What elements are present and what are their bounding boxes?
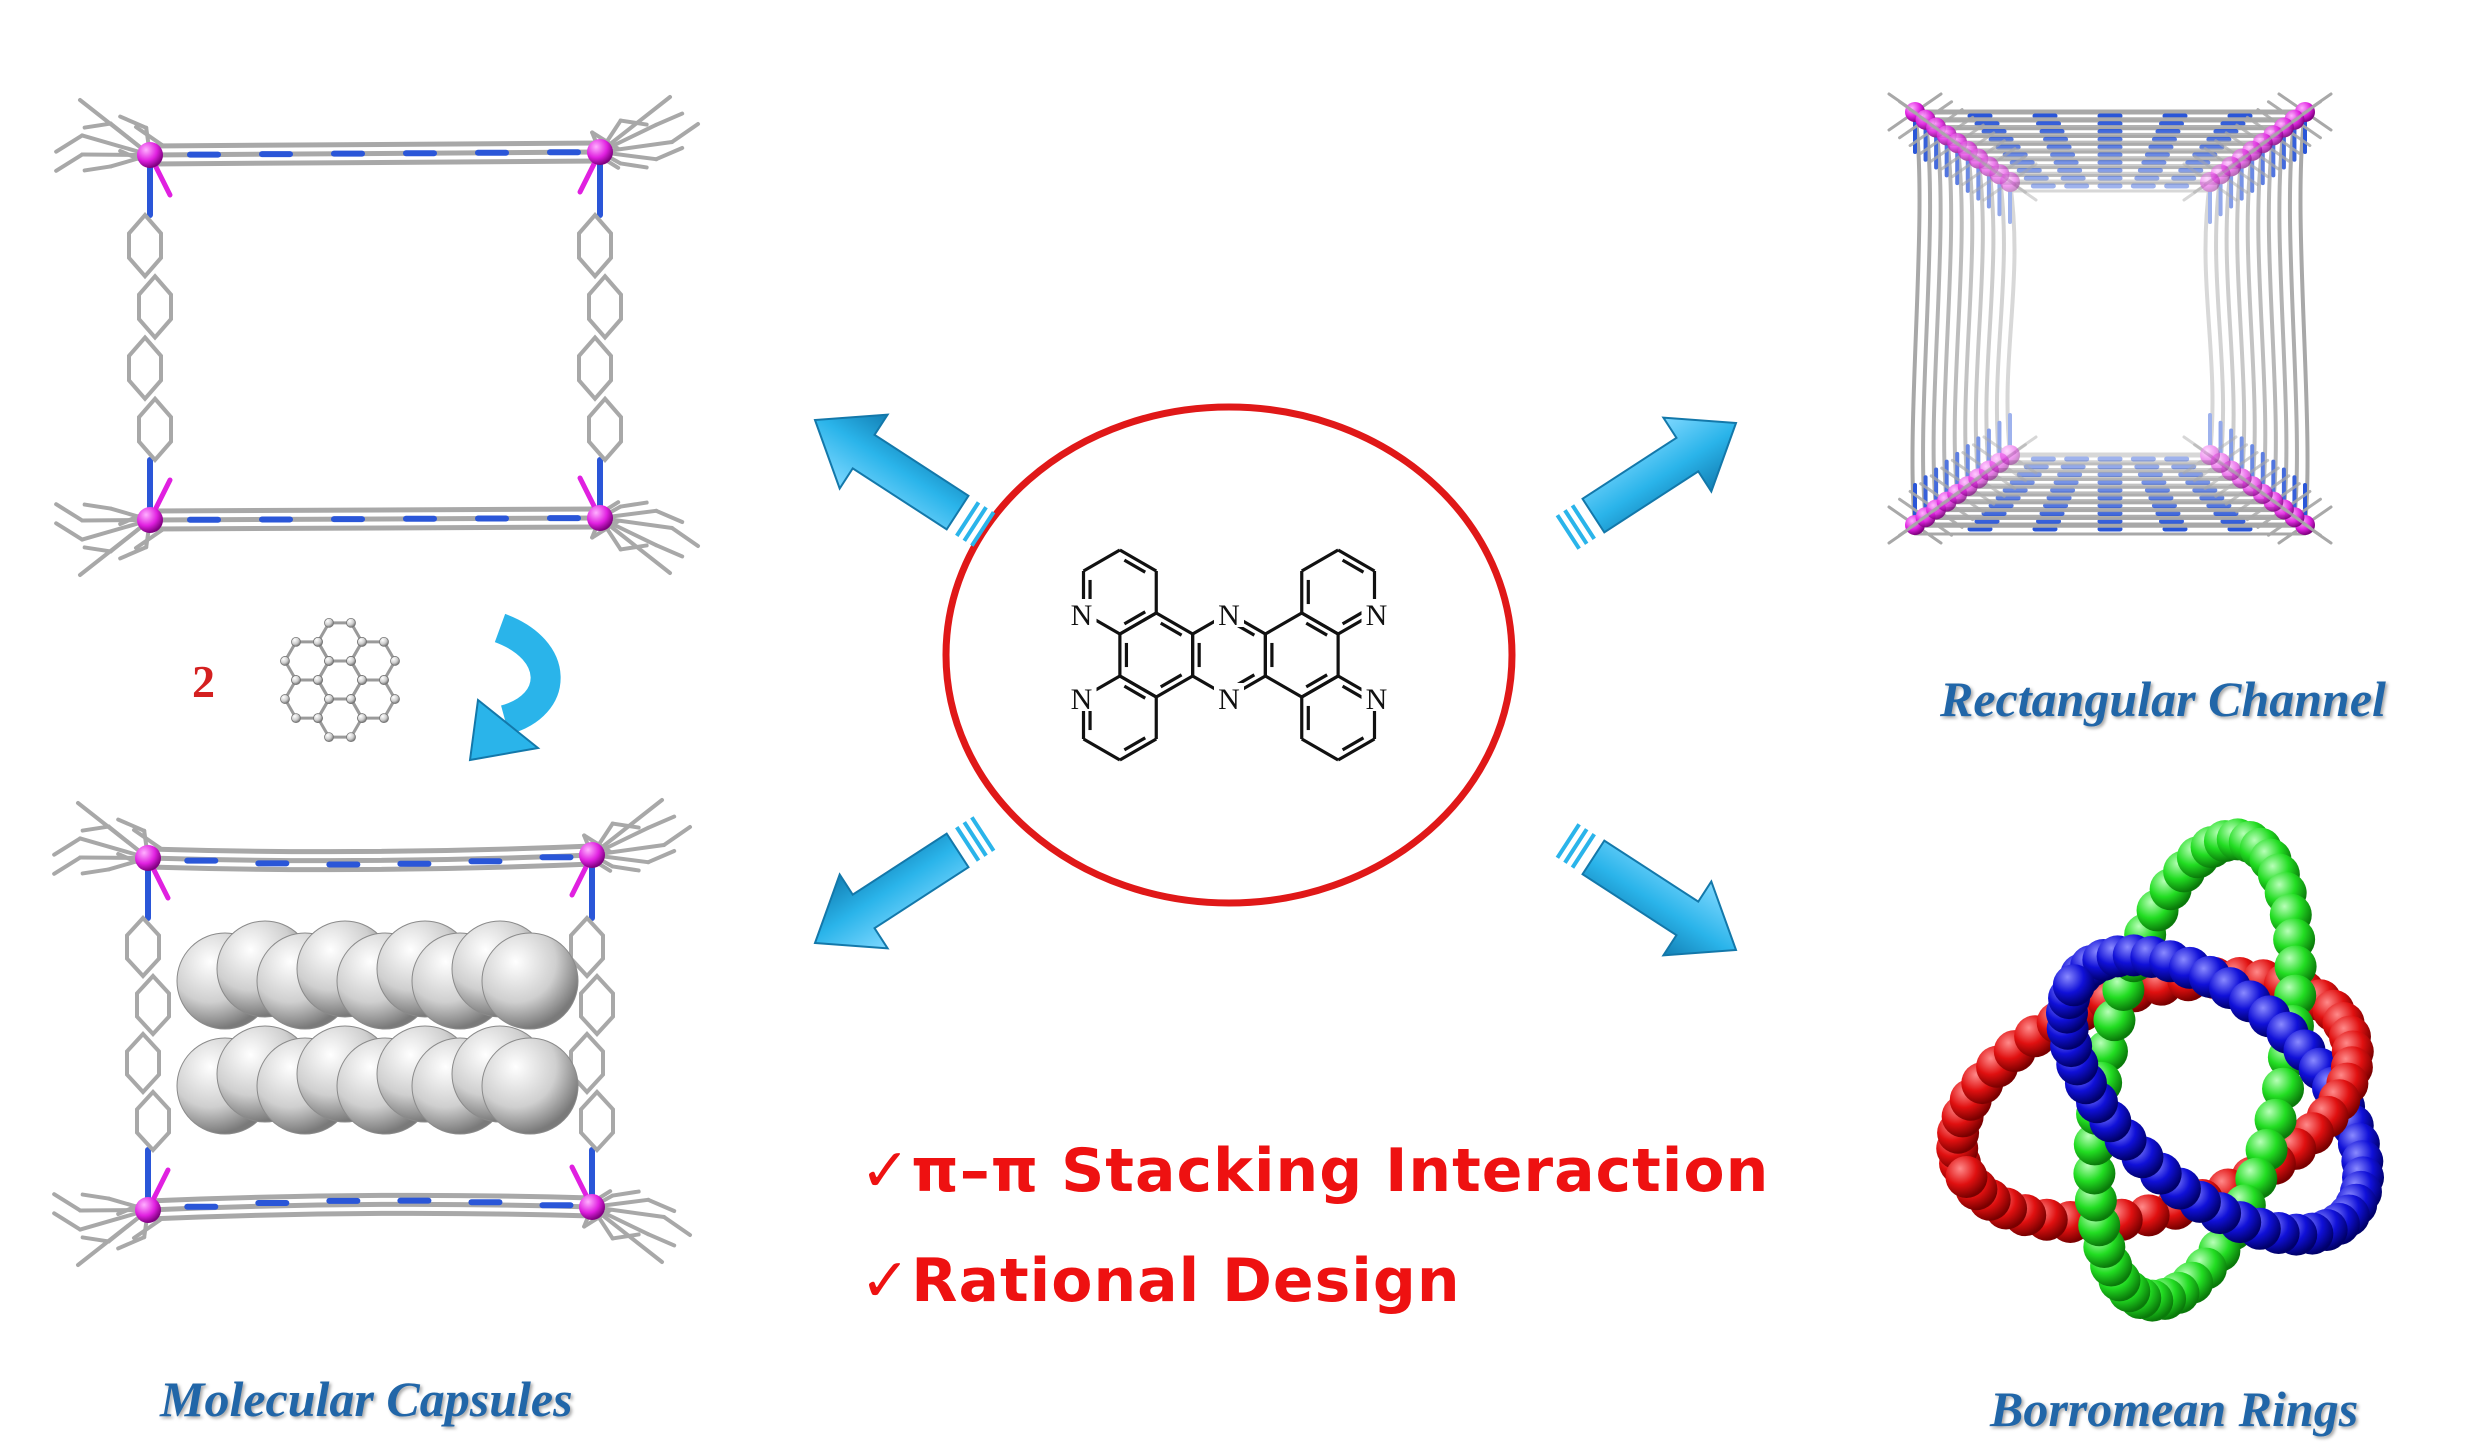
- arrow-to-molecular-rectangle-icon: [789, 381, 1009, 568]
- stacked-guest-spheres: [176, 920, 579, 1135]
- bullet-pi-stacking: ✓π–π Stacking Interaction: [860, 1136, 1769, 1206]
- caption-rectangular-channel: Rectangular Channel: [1940, 671, 2386, 727]
- nitrogen-atom-label: N: [1218, 599, 1240, 632]
- nitrogen-atom-label: N: [1366, 683, 1388, 716]
- check-mark-icon: ✓: [860, 1136, 912, 1206]
- guest-count-label: 2: [192, 656, 215, 707]
- curved-arrow-icon: [494, 613, 561, 735]
- bullet-text: π–π Stacking Interaction: [911, 1136, 1770, 1206]
- coronene-guest-molecule: [280, 617, 400, 743]
- nitrogen-atom-label: N: [1218, 683, 1240, 716]
- caption-molecular-capsules: Molecular Capsules: [160, 1371, 573, 1427]
- rectangular-channel-structure: [1887, 92, 2333, 545]
- bullet-rational-design: ✓Rational Design: [860, 1246, 1461, 1316]
- bullet-text: Rational Design: [911, 1246, 1461, 1316]
- arrow-to-rectangular-channel-icon: [1542, 384, 1762, 571]
- curved-arrow-head-icon: [468, 698, 541, 762]
- arrow-to-molecular-capsule-icon: [789, 795, 1009, 982]
- caption-borromean-rings: Borromean Rings: [1990, 1381, 2359, 1437]
- nitrogen-atom-label: N: [1071, 599, 1093, 632]
- ligand-structure: N N N N N N: [1066, 548, 1392, 762]
- borromean-rings-structure: [1936, 818, 2385, 1322]
- check-mark-icon: ✓: [860, 1246, 912, 1316]
- nitrogen-atom-label: N: [1071, 683, 1093, 716]
- molecular-capsule-filled: [52, 798, 692, 1267]
- arrow-to-borromean-rings-icon: [1542, 802, 1762, 989]
- nitrogen-atom-label: N: [1366, 599, 1388, 632]
- molecular-rectangle-empty: [54, 95, 700, 577]
- ligand-highlight-ellipse: [942, 403, 1516, 907]
